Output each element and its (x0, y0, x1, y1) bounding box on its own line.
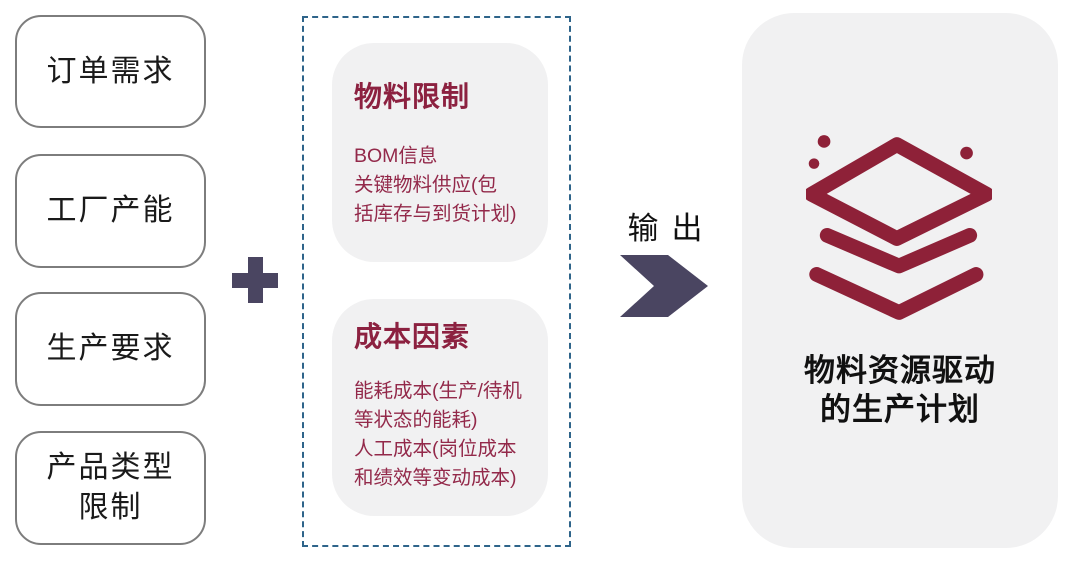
card-title: 物料限制 (354, 81, 471, 112)
input-box-factory-capacity: 工厂产能 (15, 154, 206, 268)
card-material-constraints: 物料限制 BOM信息 关键物料供应(包 括库存与到货计划) (332, 43, 548, 262)
input-box-label: 生产要求 (46, 332, 175, 365)
card-title: 成本因素 (354, 321, 471, 352)
plus-vertical-bar (247, 257, 263, 303)
input-box-order-demand: 订单需求 (15, 15, 206, 128)
card-body: 能耗成本(生产/待机 等状态的能耗) 人工成本(岗位成本 和绩效等变动成本) (354, 380, 522, 489)
input-box-product-type-limits: 产品类型 限制 (15, 431, 206, 545)
plus-icon (232, 257, 278, 303)
card-body: BOM信息 关键物料供应(包 括库存与到货计划) (354, 145, 517, 225)
card-cost-factors: 成本因素 能耗成本(生产/待机 等状态的能耗) 人工成本(岗位成本 和绩效等变动… (332, 299, 548, 516)
input-box-label: 产品类型 限制 (46, 451, 175, 524)
result-box: 物料资源驱动 的生产计划 (742, 13, 1058, 548)
layers-stack-icon (806, 135, 992, 320)
input-box-label: 订单需求 (46, 54, 175, 88)
input-box-label: 工厂产能 (46, 194, 175, 227)
arrow-right-icon (620, 255, 708, 317)
result-label: 物料资源驱动 的生产计划 (804, 353, 996, 427)
input-box-production-requirements: 生产要求 (15, 292, 206, 406)
output-label: 输出 (627, 211, 716, 246)
constraints-dashed-group: 物料限制 BOM信息 关键物料供应(包 括库存与到货计划) 成本因素 能耗成本(… (302, 16, 571, 547)
